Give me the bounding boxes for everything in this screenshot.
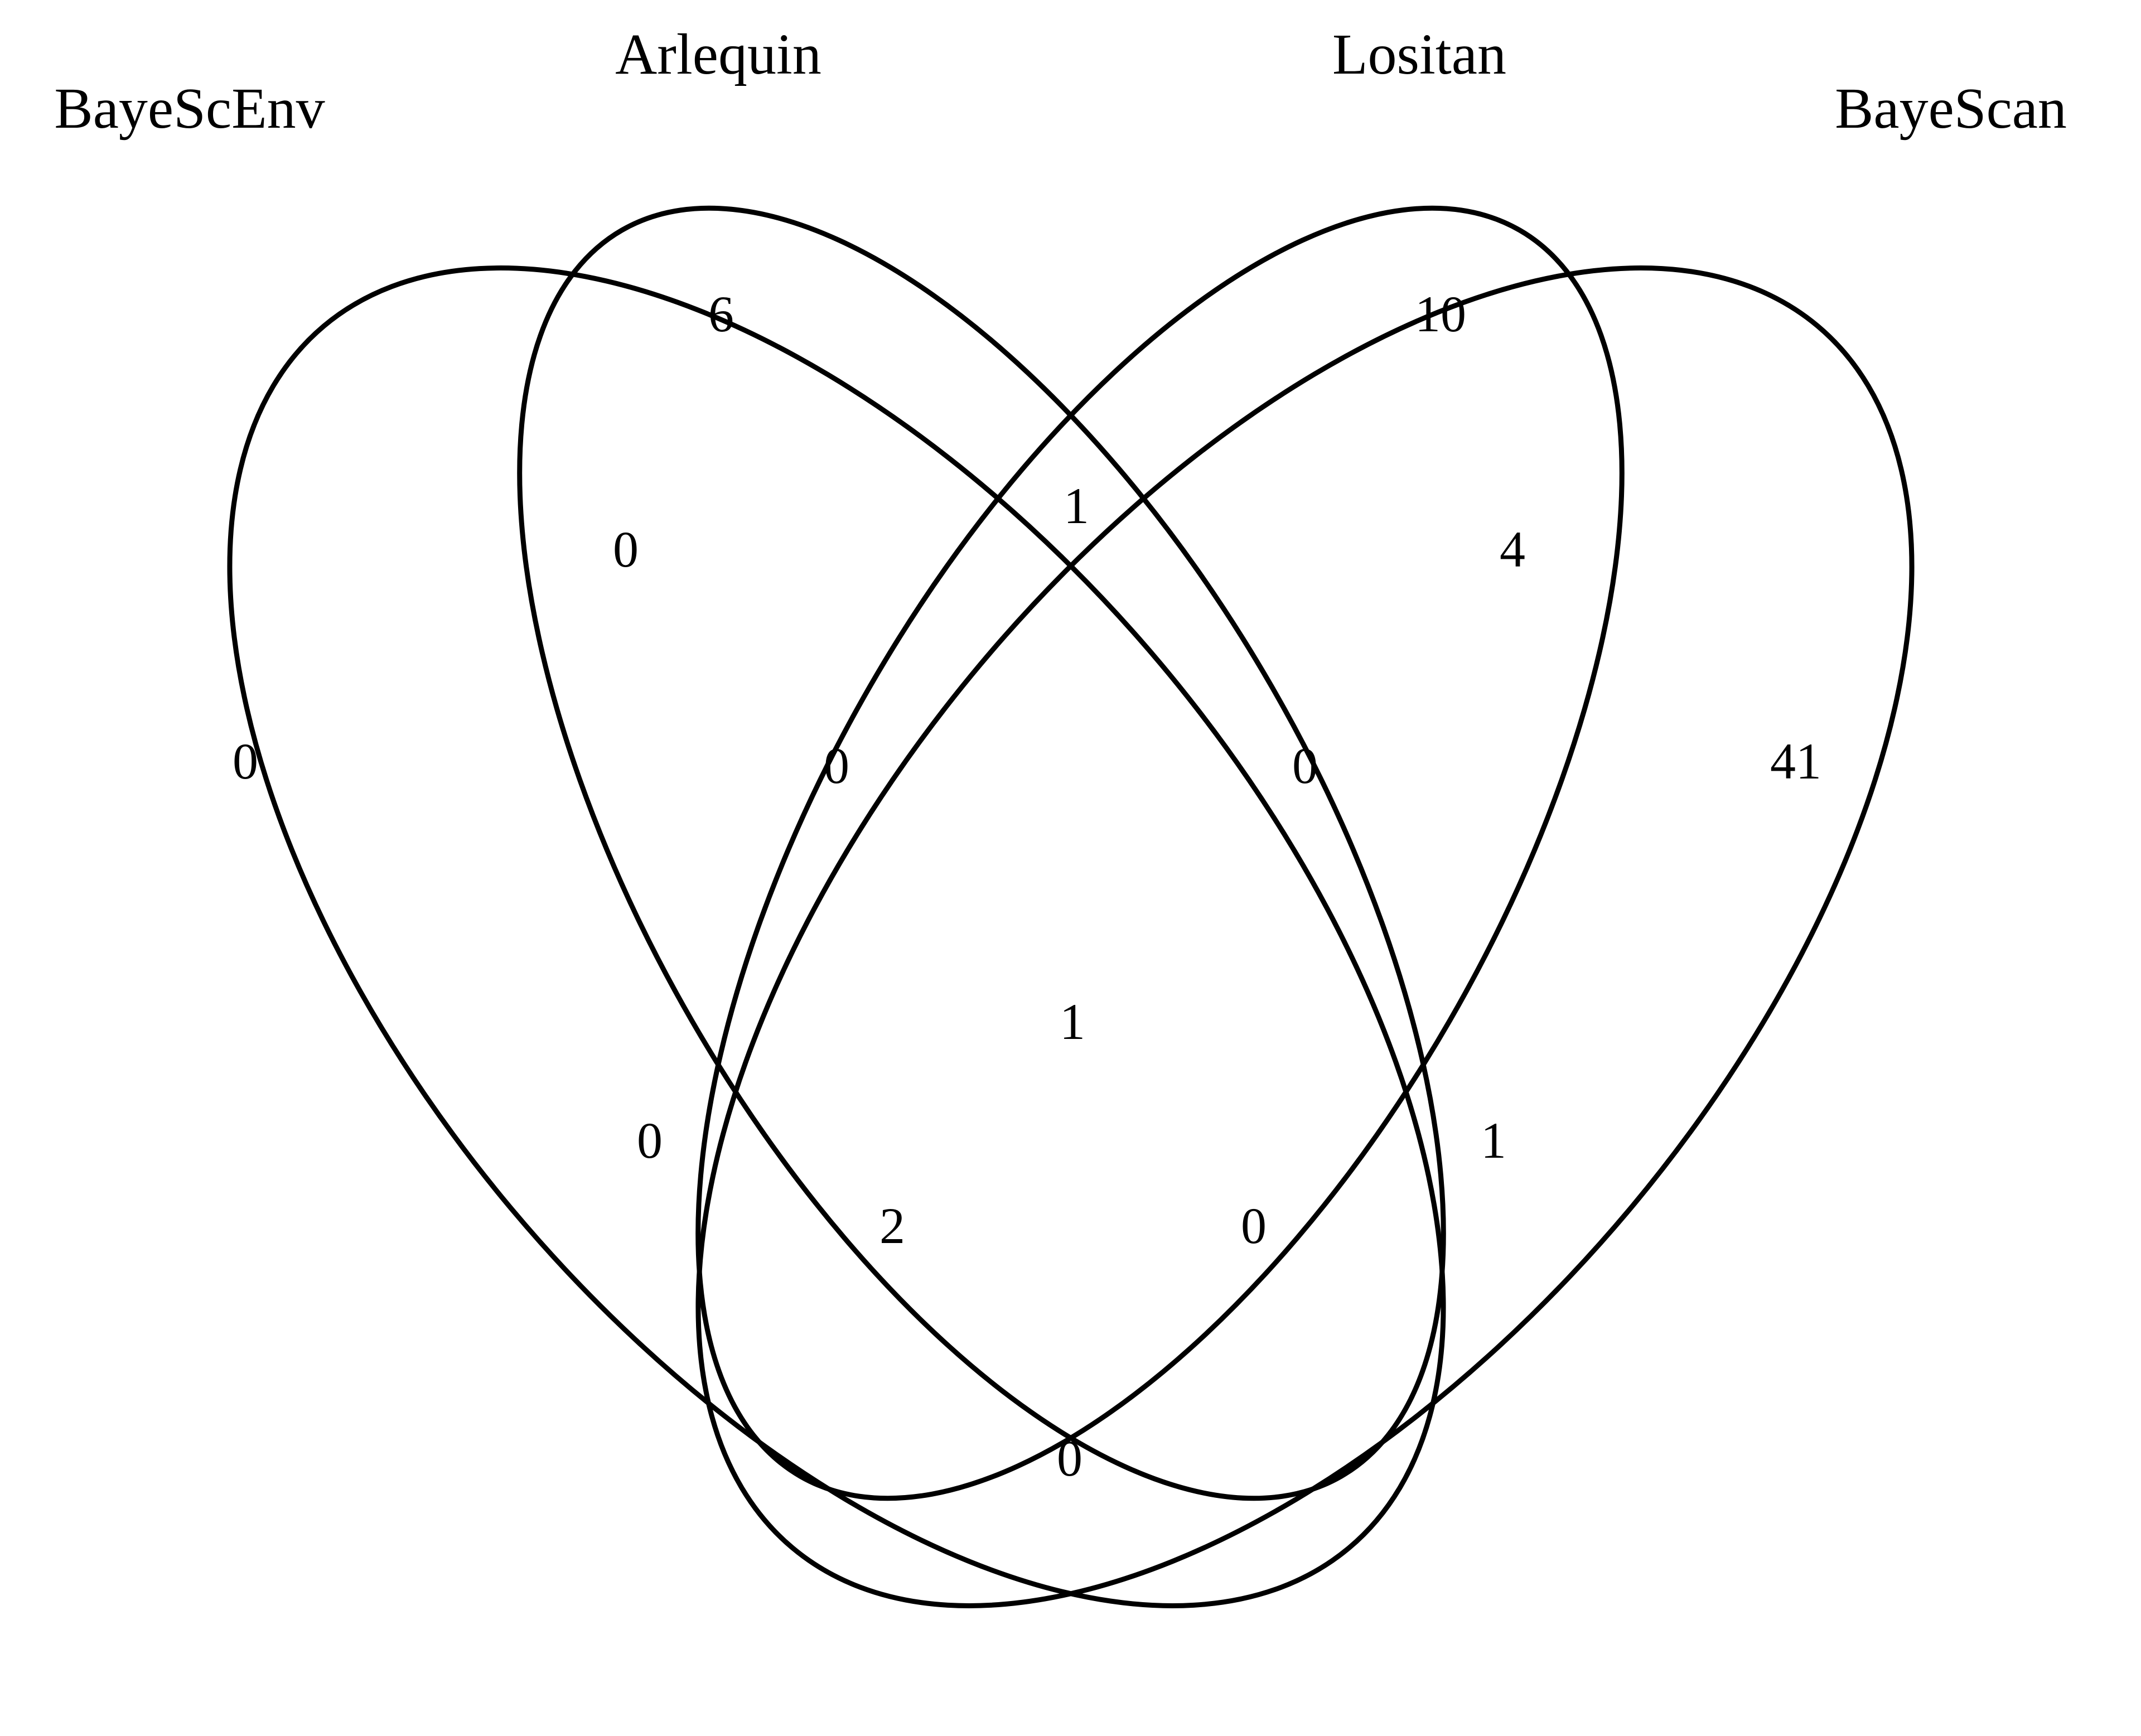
venn-ellipse-arlequin [517,205,1446,1501]
region-count-bayescan-only: 41 [1770,733,1821,790]
venn-ellipse-bayescenv [227,265,1446,1608]
set-label-bayescan: BayeScan [1835,76,2067,141]
region-count-bayescenv-only: 0 [233,733,258,790]
region-count-lositan-only: 10 [1415,286,1466,342]
region-counts-group: 0 6 10 41 0 1 4 0 0 1 0 1 2 0 0 [233,286,1821,1487]
venn-ellipse-group [227,205,1915,1608]
venn-ellipse-lositan [695,205,1625,1501]
region-count-all-four: 1 [1060,993,1085,1050]
set-label-lositan: Lositan [1332,22,1506,86]
region-count-bayescenv-arlequin-lositan: 0 [824,737,849,794]
set-labels-group: BayeScEnv Arlequin Lositan BayeScan [54,22,2067,141]
region-count-arlequin-lositan: 1 [1064,477,1089,534]
region-count-bayescenv-lositan-bayescan: 2 [879,1197,905,1254]
region-count-arlequin-bayescan: 1 [1481,1112,1506,1169]
region-count-bayescenv-arlequin-bayescan: 0 [1241,1197,1267,1254]
region-count-bayescenv-lositan: 0 [637,1112,663,1169]
region-count-arlequin-only: 6 [708,286,734,342]
region-count-arlequin-lositan-bayescan: 0 [1292,737,1318,794]
set-label-bayescenv: BayeScEnv [54,76,325,141]
set-label-arlequin: Arlequin [615,22,821,86]
region-count-bayescenv-arlequin: 0 [613,521,639,578]
region-count-lositan-bayescan: 4 [1500,521,1525,578]
venn-ellipse-bayescan [695,265,1915,1608]
region-count-bayescenv-bayescan: 0 [1057,1430,1082,1487]
